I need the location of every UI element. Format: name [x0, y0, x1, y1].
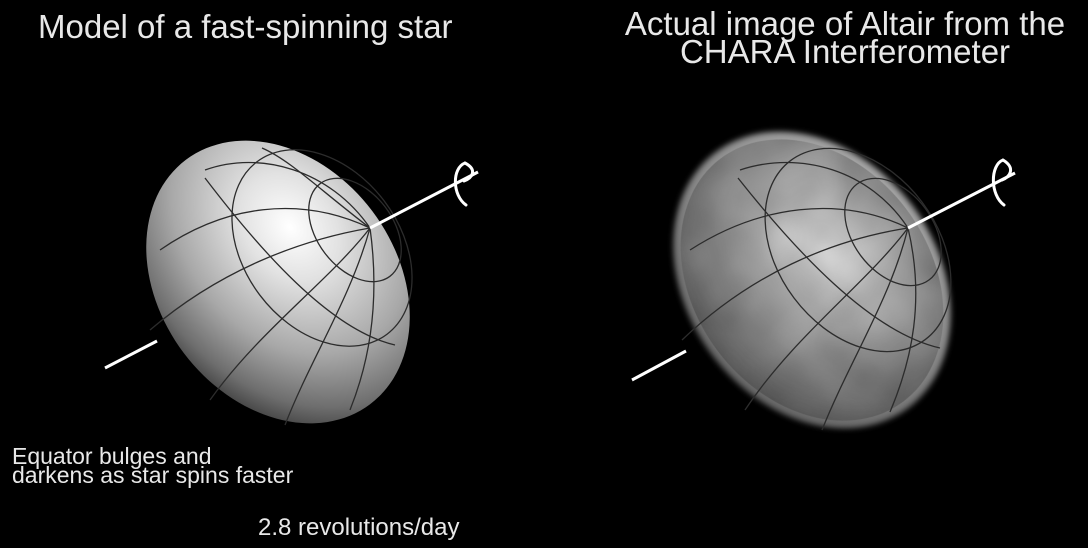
- rotation-axis-lower: [104, 339, 158, 370]
- caption-line1: Equator bulges and: [12, 443, 212, 469]
- model-caption: Equator bulges and darkens as star spins…: [12, 443, 294, 488]
- right-title-line2: CHARA Interferometer: [679, 33, 1011, 70]
- rotation-axis-upper: [369, 170, 479, 230]
- altair-surface-texture: [680, 139, 944, 421]
- left-panel-title: Model of a fast-spinning star: [38, 8, 453, 45]
- caption-line2: darkens as star spins faster: [12, 462, 294, 488]
- model-star-body: [146, 140, 410, 424]
- altair-image: [631, 131, 1016, 431]
- altair-axis-lower: [631, 349, 687, 382]
- rotation-arrow-icon: [453, 161, 475, 207]
- rotation-rate: 2.8 revolutions/day: [258, 514, 460, 541]
- right-panel-title: Actual image of Altair from the CHARA In…: [585, 5, 1088, 70]
- model-star: [104, 140, 479, 426]
- altair-rotation-arrow-icon: [991, 158, 1013, 207]
- right-title-line1: Actual image of Altair from the: [624, 5, 1066, 42]
- altair-grid-lines: [681, 147, 952, 431]
- altair-axis-upper: [907, 171, 1016, 230]
- model-grid-lines: [149, 147, 413, 426]
